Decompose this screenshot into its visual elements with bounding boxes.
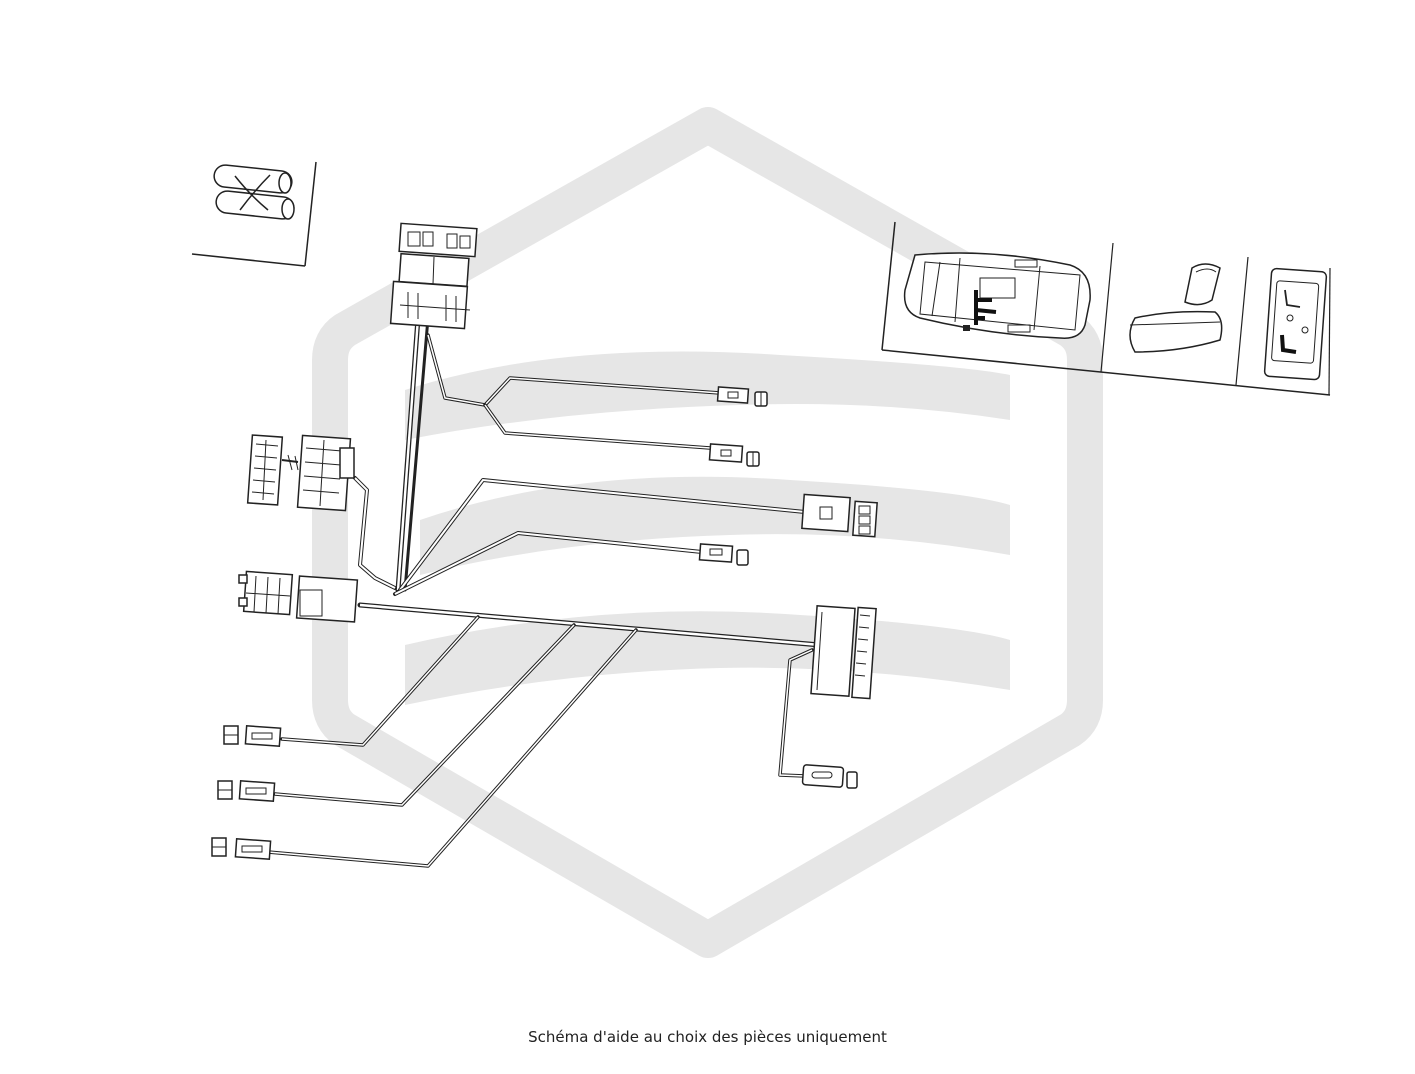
grommet-sleeves-icon: [213, 164, 295, 220]
grommet-inset-panel: [191, 161, 317, 267]
plug-right-large: [801, 493, 878, 538]
plug-mid: [698, 543, 749, 566]
seat-switch-panel-icon: [1263, 267, 1328, 381]
right-module: [810, 604, 877, 700]
top-connector: [389, 222, 478, 330]
vehicle-inset-strip: [881, 221, 1331, 396]
plug-bottom-2: [217, 780, 276, 802]
seat-icon: [1129, 263, 1223, 353]
plug-bottom-3: [211, 837, 272, 860]
plug-lower-right: [801, 764, 858, 789]
plug-upper-1: [716, 386, 768, 407]
main-junction-block: [238, 570, 359, 623]
harness-wires: [266, 315, 823, 868]
left-multipin-block: [246, 434, 355, 512]
plug-bottom-1: [223, 725, 282, 747]
car-top-view-icon: [903, 252, 1091, 339]
diagram-caption: Schéma d'aide au choix des pièces unique…: [528, 1028, 887, 1046]
plug-upper-2: [708, 443, 760, 467]
